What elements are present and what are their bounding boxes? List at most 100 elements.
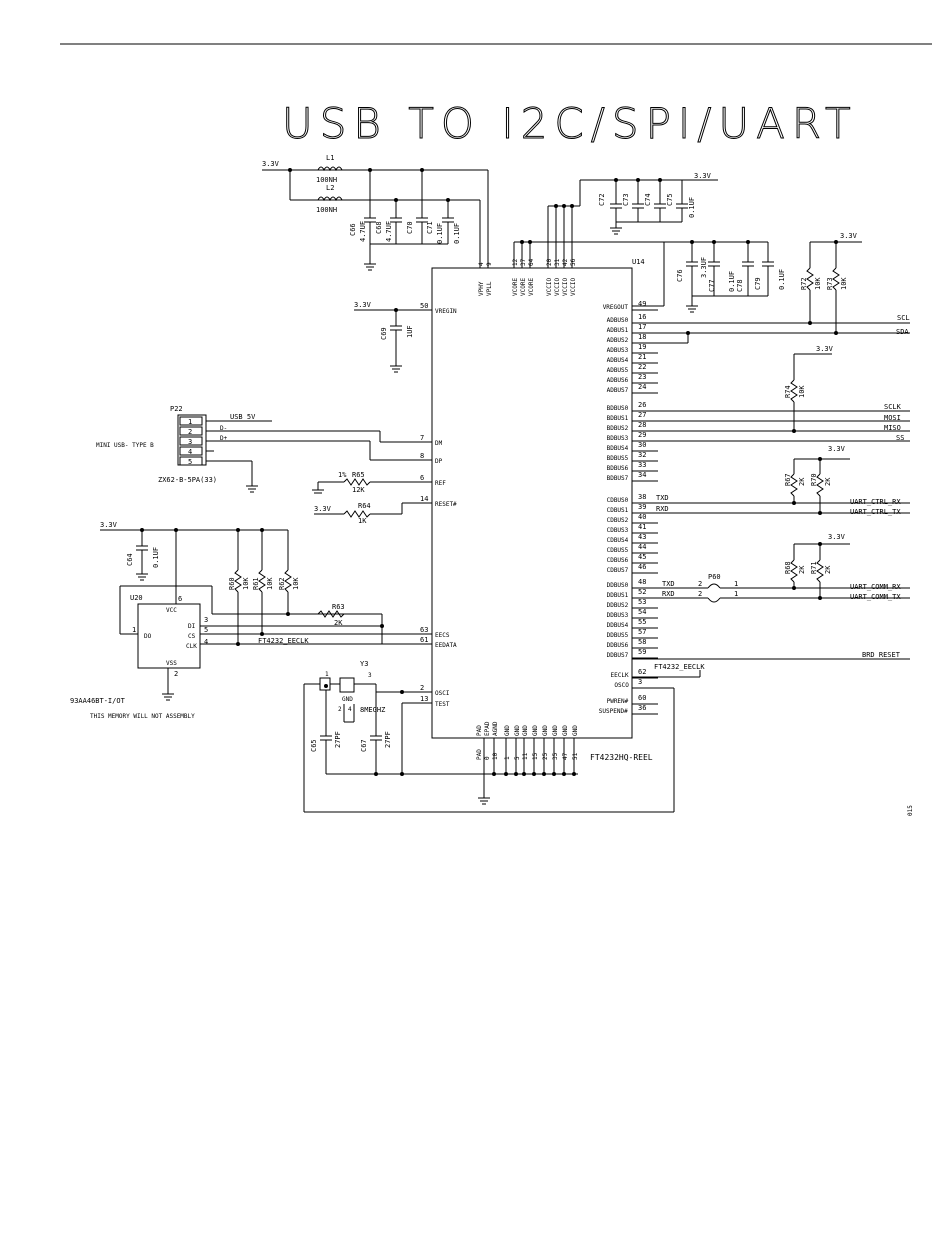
ic-left-pin-num: 14 bbox=[420, 495, 428, 503]
r62-value: 10K bbox=[292, 577, 300, 590]
ic-right-pin-num: 60 bbox=[638, 694, 646, 702]
ic-left-pin-name: EECS bbox=[435, 632, 450, 639]
ic-right-pin-num: 22 bbox=[638, 363, 646, 371]
ic-right-pin-name: OSCO bbox=[614, 682, 629, 689]
u20-vcc: VCC bbox=[166, 607, 177, 614]
ic-bottom-pin-name: GND bbox=[522, 725, 529, 736]
net-dp: D+ bbox=[220, 435, 228, 442]
r72-value: 10K bbox=[814, 277, 822, 290]
c71-value: 0.1UF bbox=[436, 223, 444, 244]
ic-right-pin-num: 34 bbox=[638, 471, 646, 479]
ic-bottom-pin-num: 11 bbox=[522, 752, 529, 760]
eeprom-u20: 3.3V C64 0.1UF U20 VCC DI CS CLK DO VSS … bbox=[70, 521, 432, 720]
net-uart-comm-tx: UART_COMM_TX bbox=[850, 593, 901, 601]
r68-value: 2K bbox=[798, 565, 806, 574]
net-uart-comm-rx: UART_COMM_RX bbox=[850, 583, 901, 591]
u20-cs: CS bbox=[188, 633, 196, 640]
ic-bottom-pin-name: GND bbox=[504, 725, 511, 736]
ic-right-pin-num: 27 bbox=[638, 411, 646, 419]
ic-left-pin-num: 61 bbox=[420, 636, 428, 644]
ic-right-pin-num: 32 bbox=[638, 451, 646, 459]
c67-value: 27PF bbox=[384, 731, 392, 748]
ic-right-pin-num: 23 bbox=[638, 373, 646, 381]
ic-top-pin-num: 31 bbox=[554, 258, 561, 266]
r60-value: 10K bbox=[242, 577, 250, 590]
c76-ref: C76 bbox=[676, 269, 684, 282]
ic-left-pin-num: 7 bbox=[420, 434, 424, 442]
ic-right-pin-name: BDBUS5 bbox=[607, 455, 629, 462]
ic-pin-labels: 4VPHY9VPLL12VCORE37VCORE64VCORE20VCCIO31… bbox=[420, 258, 658, 760]
u20-pin3: 3 bbox=[204, 616, 208, 624]
ic-right-pin-num: 26 bbox=[638, 401, 646, 409]
net-txd-comm: TXD bbox=[662, 580, 675, 588]
ic-bottom-pin-name: GND bbox=[572, 725, 579, 736]
net-3v3-vregin: 3.3V bbox=[354, 301, 372, 309]
ic-right-pin-num: 59 bbox=[638, 648, 646, 656]
ic-right-pin-num: 18 bbox=[638, 333, 646, 341]
ic-left-pin-name: EEDATA bbox=[435, 642, 457, 649]
usb-connector-p22: P22 1 2 3 4 5 MINI USB- TYPE B ZX62-B-5P… bbox=[96, 405, 432, 493]
net-dm: D- bbox=[220, 425, 227, 432]
c79-ref: C79 bbox=[754, 277, 762, 290]
ic-right-pin-name: CDBUS2 bbox=[607, 517, 629, 524]
ic-top-pin-num: 64 bbox=[528, 258, 535, 266]
inductor-l1 bbox=[317, 166, 343, 172]
y3-freq: 8MEGHZ bbox=[360, 706, 385, 714]
ic-right-pin-num: 24 bbox=[638, 383, 646, 391]
net-mosi: MOSI bbox=[884, 414, 901, 422]
ic-right-pin-name: DDBUS7 bbox=[607, 652, 629, 659]
c71-ref: C71 bbox=[426, 221, 434, 234]
c68-ref: C68 bbox=[375, 221, 383, 234]
ic-right-pin-num: 48 bbox=[638, 578, 646, 586]
ic-bottom-pin-name: PAD bbox=[476, 725, 483, 736]
r71-ref: R71 bbox=[810, 561, 818, 574]
ic-right-pin-name: BDBUS2 bbox=[607, 425, 629, 432]
net-miso: MISO bbox=[884, 424, 901, 432]
net-txd-ctrl: TXD bbox=[656, 494, 669, 502]
ic-right-pin-name: BDBUS3 bbox=[607, 435, 629, 442]
r68-ref: R68 bbox=[784, 561, 792, 574]
ic-right-pin-name: DDBUS4 bbox=[607, 622, 629, 629]
ic-right-pin-name: BDBUS6 bbox=[607, 465, 629, 472]
ic-right-pin-name: ADBUS2 bbox=[607, 337, 629, 344]
ic-right-pin-num: 39 bbox=[638, 503, 646, 511]
c69-value: 1UF bbox=[406, 325, 414, 338]
ic-right-pin-name: DDBUS1 bbox=[607, 592, 629, 599]
ic-top-pin-name: VPHY bbox=[478, 281, 485, 296]
net-3v3-r74: 3.3V bbox=[816, 345, 834, 353]
ic-right-pin-name: ADBUS7 bbox=[607, 387, 629, 394]
ic-bottom-pin-num: 15 bbox=[532, 752, 539, 760]
p22-pin4: 4 bbox=[188, 448, 192, 456]
ic-left-pin-name: OSCI bbox=[435, 690, 450, 697]
net-usb5v: USB_5V bbox=[230, 413, 256, 421]
l1-value: 100NH bbox=[316, 176, 337, 184]
ic-right-pin-name: DDBUS3 bbox=[607, 612, 629, 619]
ic-right-pin-name: ADBUS6 bbox=[607, 377, 629, 384]
ic-left-pin-name: DP bbox=[435, 458, 443, 465]
ic-right-pin-name: PWREN# bbox=[607, 698, 629, 705]
ic-top-pin-name: VCCIO bbox=[562, 278, 569, 296]
p22-type: MINI USB- TYPE B bbox=[96, 442, 154, 449]
ic-left-pin-num: 6 bbox=[420, 474, 424, 482]
ic-left-pin-name: TEST bbox=[435, 701, 450, 708]
ref-reset-network: 1% R65 12K 3.3V R64 1K bbox=[312, 471, 432, 525]
c75-ref: C75 bbox=[666, 193, 674, 206]
ic-right-pin-num: 16 bbox=[638, 313, 646, 321]
net-3v3-top: 3.3V bbox=[694, 172, 712, 180]
ic-right-pin-num: 30 bbox=[638, 441, 646, 449]
ic-right-pin-num: 54 bbox=[638, 608, 646, 616]
l1-ref: L1 bbox=[326, 154, 334, 162]
ic-right-pin-num: 3 bbox=[638, 678, 642, 686]
c64-ref: C64 bbox=[126, 553, 134, 566]
ic-bottom-pin-num: 1 bbox=[504, 756, 511, 760]
p60-pin2b: 2 bbox=[698, 590, 702, 598]
ic-right-pin-name: BDBUS4 bbox=[607, 445, 629, 452]
p22-pin1: 1 bbox=[188, 418, 192, 426]
ic-top-pin-name: VCORE bbox=[512, 278, 519, 296]
c72-ref: C72 bbox=[598, 193, 606, 206]
right-side-network: 3.3V R72 10K R73 10K SCL SDA 3.3V R74 10… bbox=[632, 232, 910, 678]
u20-body bbox=[137, 603, 201, 669]
p60-ref: P60 bbox=[708, 573, 721, 581]
ic-bottom-pin-num: 35 bbox=[552, 752, 559, 760]
